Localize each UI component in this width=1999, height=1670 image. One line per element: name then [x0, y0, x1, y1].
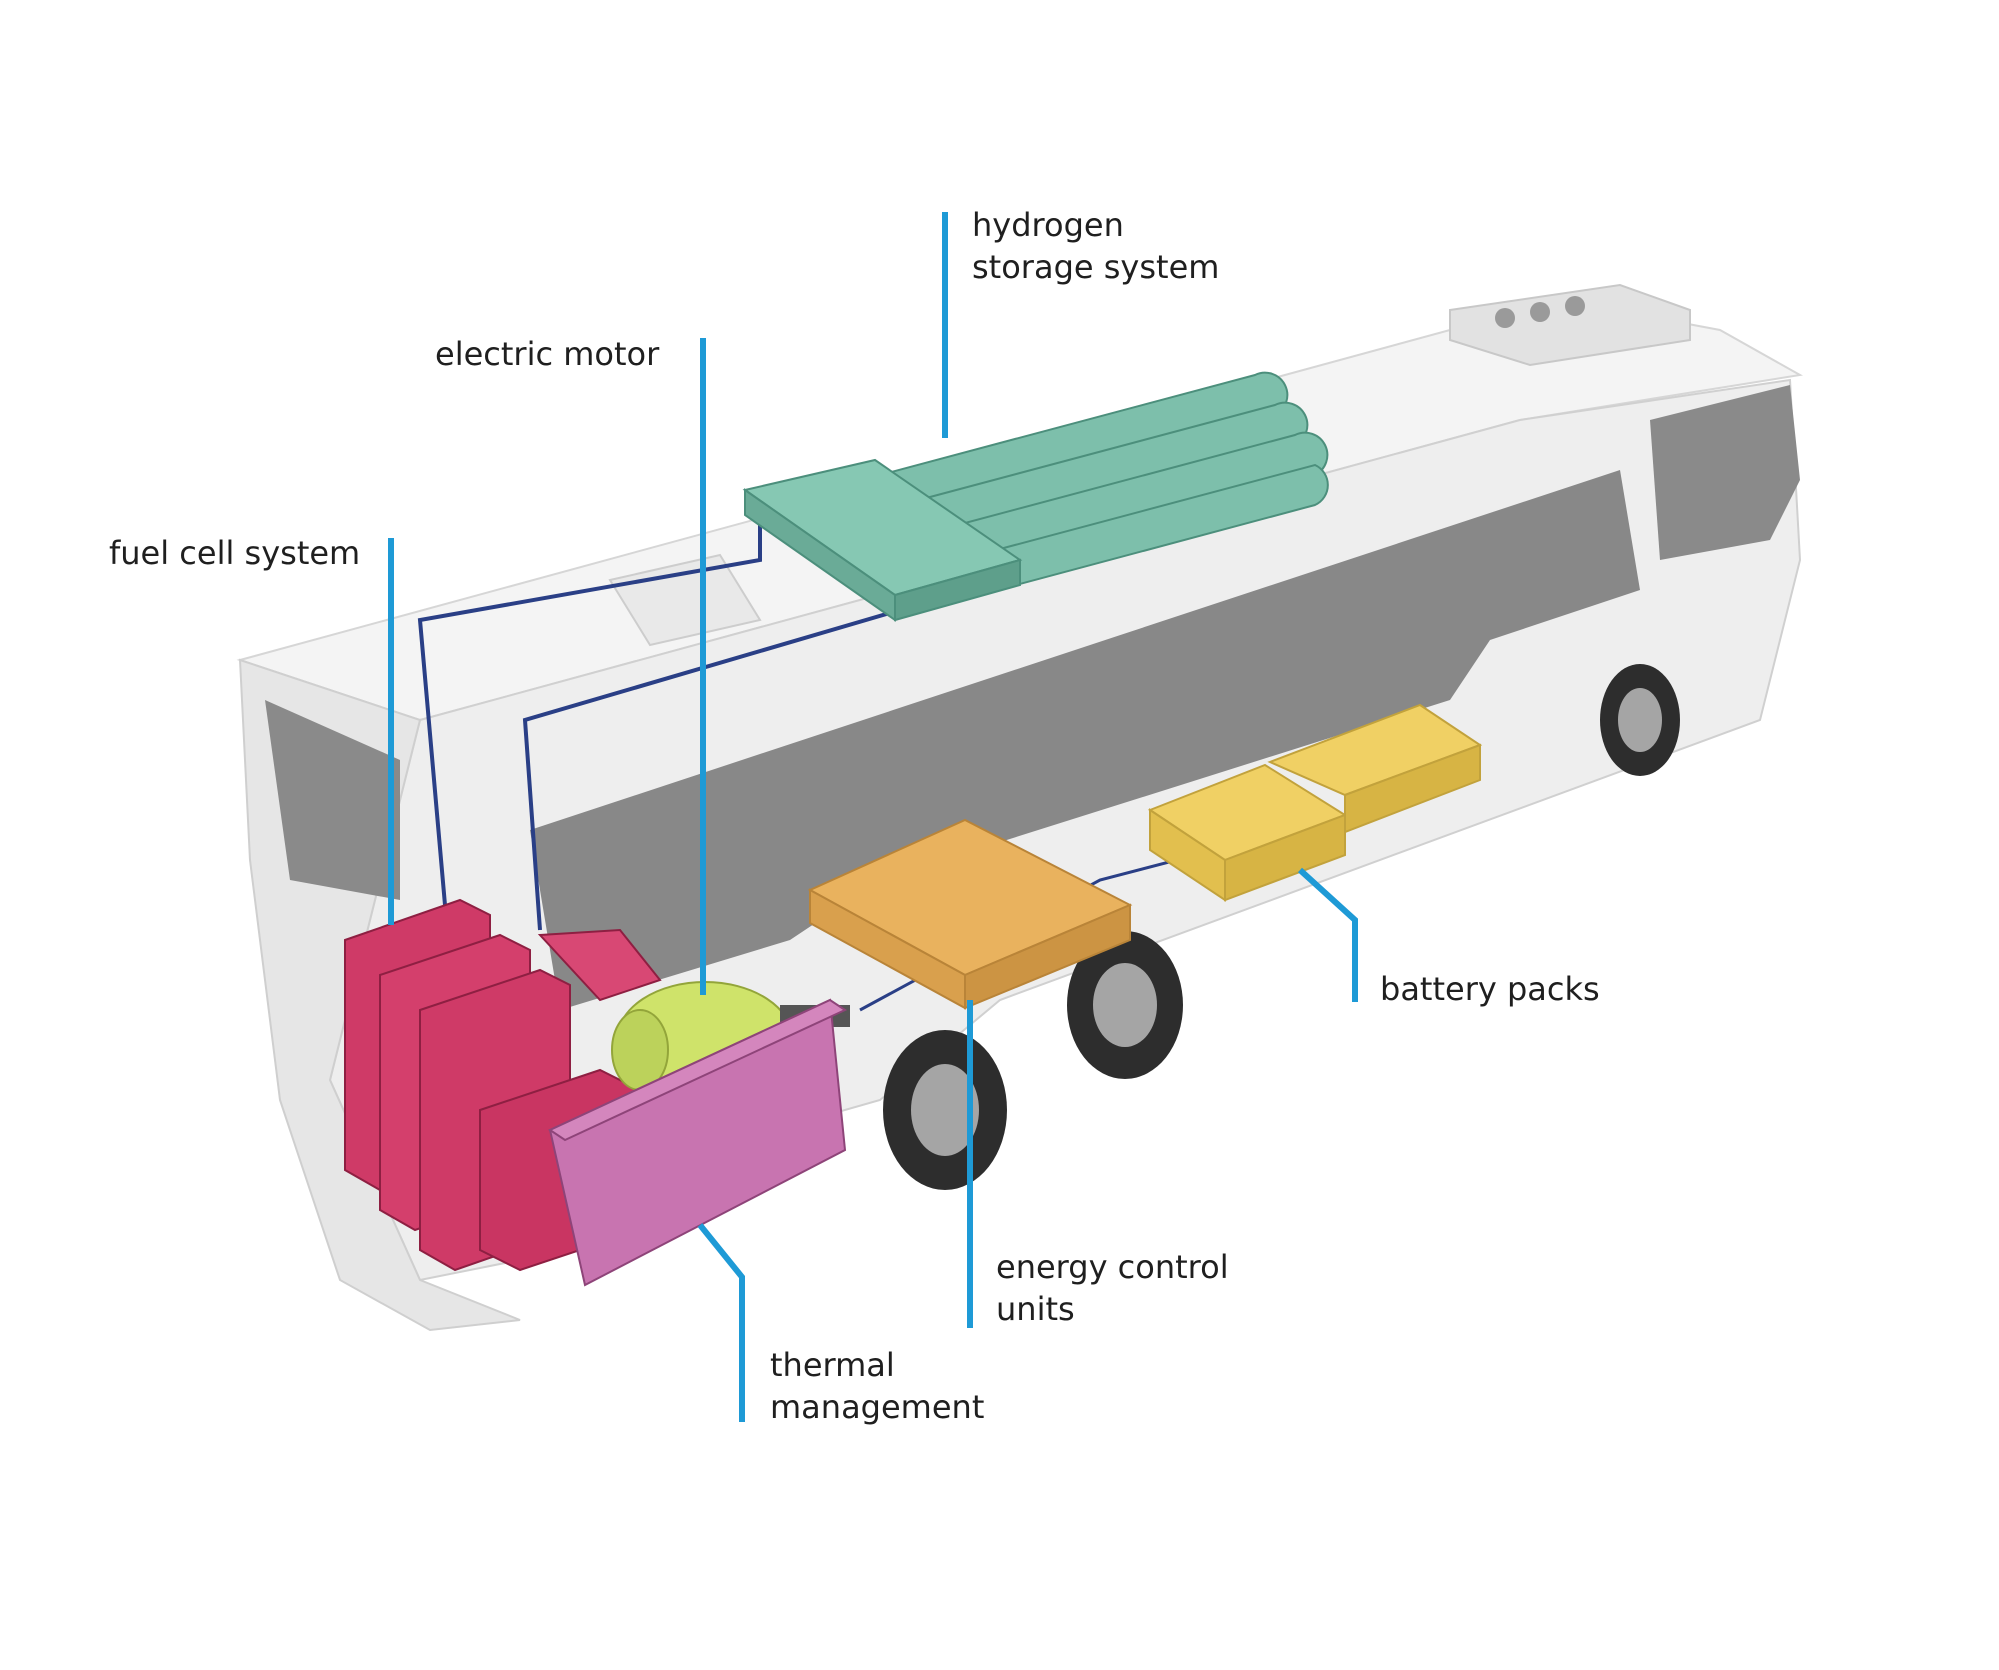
wheel-front-hub	[1618, 688, 1662, 752]
wheel-rear-2-hub	[1093, 963, 1157, 1047]
wheels	[883, 664, 1680, 1190]
thermal-management	[547, 998, 848, 1287]
electric-motor-cap	[611, 1009, 669, 1091]
battery-pack-front	[1344, 743, 1481, 834]
hydrogen-tank-block-front	[894, 558, 1021, 622]
leader-thermal	[697, 1223, 745, 1422]
label-electric-motor: electric motor	[435, 333, 659, 375]
ac-fan	[1530, 302, 1550, 322]
thermal-panel-top	[547, 998, 848, 1142]
roof-hatch	[608, 553, 762, 647]
front-windshield	[1650, 385, 1800, 560]
hydrogen-storage-system	[742, 371, 1329, 622]
wheel-rear-1-hub	[911, 1064, 979, 1156]
battery-pack-front	[1224, 813, 1346, 902]
energy-control-units	[807, 818, 1133, 1010]
label-line: electric motor	[435, 335, 660, 373]
leader-lines	[388, 212, 1358, 1422]
rear-window	[265, 700, 400, 900]
label-line: battery packs	[1380, 970, 1600, 1008]
leader-battery	[1297, 867, 1358, 1002]
label-fuel-cell-system: fuel cell system	[109, 532, 360, 574]
side-windows	[530, 470, 1640, 1010]
label-energy-control-units: energy control units	[996, 1246, 1229, 1330]
label-line: energy control	[996, 1248, 1229, 1286]
battery-packs	[1147, 703, 1483, 902]
label-line: hydrogen	[972, 206, 1124, 244]
roof-ac-unit	[1449, 283, 1691, 367]
hydrogen-tank	[938, 463, 1329, 602]
ac-fan	[1495, 308, 1515, 328]
ac-fan	[1565, 296, 1585, 316]
label-line: units	[996, 1290, 1075, 1328]
hydrogen-pipe	[417, 520, 762, 906]
label-line: thermal	[770, 1346, 895, 1384]
label-hydrogen-storage-system: hydrogen storage system	[972, 204, 1219, 288]
label-thermal-management: thermal management	[770, 1344, 984, 1428]
fuel-cell-stack-top	[537, 928, 662, 1002]
energy-control-front	[964, 903, 1131, 1010]
label-line: storage system	[972, 248, 1220, 286]
label-line: management	[770, 1388, 985, 1426]
label-line: fuel cell system	[109, 534, 361, 572]
label-battery-packs: battery packs	[1380, 968, 1600, 1010]
